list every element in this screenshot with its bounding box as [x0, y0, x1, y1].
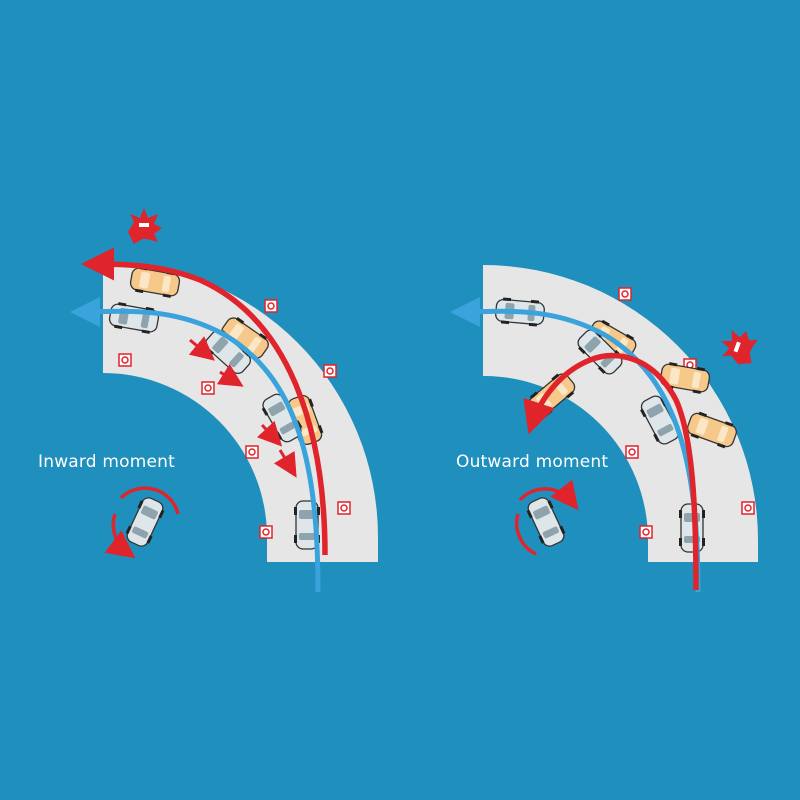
outward-moment-caption: Outward moment	[456, 452, 609, 472]
inward-moment-caption: Inward moment	[38, 452, 176, 472]
yaw-arrow	[188, 336, 215, 361]
oversteer-path-arrow	[523, 352, 699, 591]
yaw-arrow	[256, 420, 283, 447]
road-marker-icon	[618, 287, 632, 301]
yaw-arrow	[216, 363, 244, 387]
road-marker-icon	[264, 299, 278, 313]
road-marker-icon	[639, 525, 653, 539]
road-marker-icon	[323, 364, 337, 378]
road-marker-icon	[259, 525, 273, 539]
inward-panel	[70, 208, 378, 593]
road-marker-icon	[625, 445, 639, 459]
road-marker-icon	[201, 381, 215, 395]
road-marker-icon	[245, 445, 259, 459]
road-marker-icon	[337, 501, 351, 515]
outward-panel	[450, 265, 758, 593]
road-marker-icon	[741, 501, 755, 515]
ideal-path-arrow	[70, 296, 321, 593]
traffic-cone-icon	[721, 330, 758, 365]
rotation-cw-icon	[514, 479, 579, 556]
oversteer-path-arrow	[81, 247, 328, 556]
yaw-arrow	[273, 449, 297, 478]
road-marker-icon	[118, 353, 132, 367]
traffic-cone-icon	[128, 208, 162, 244]
rotation-ccw-icon	[104, 486, 180, 559]
